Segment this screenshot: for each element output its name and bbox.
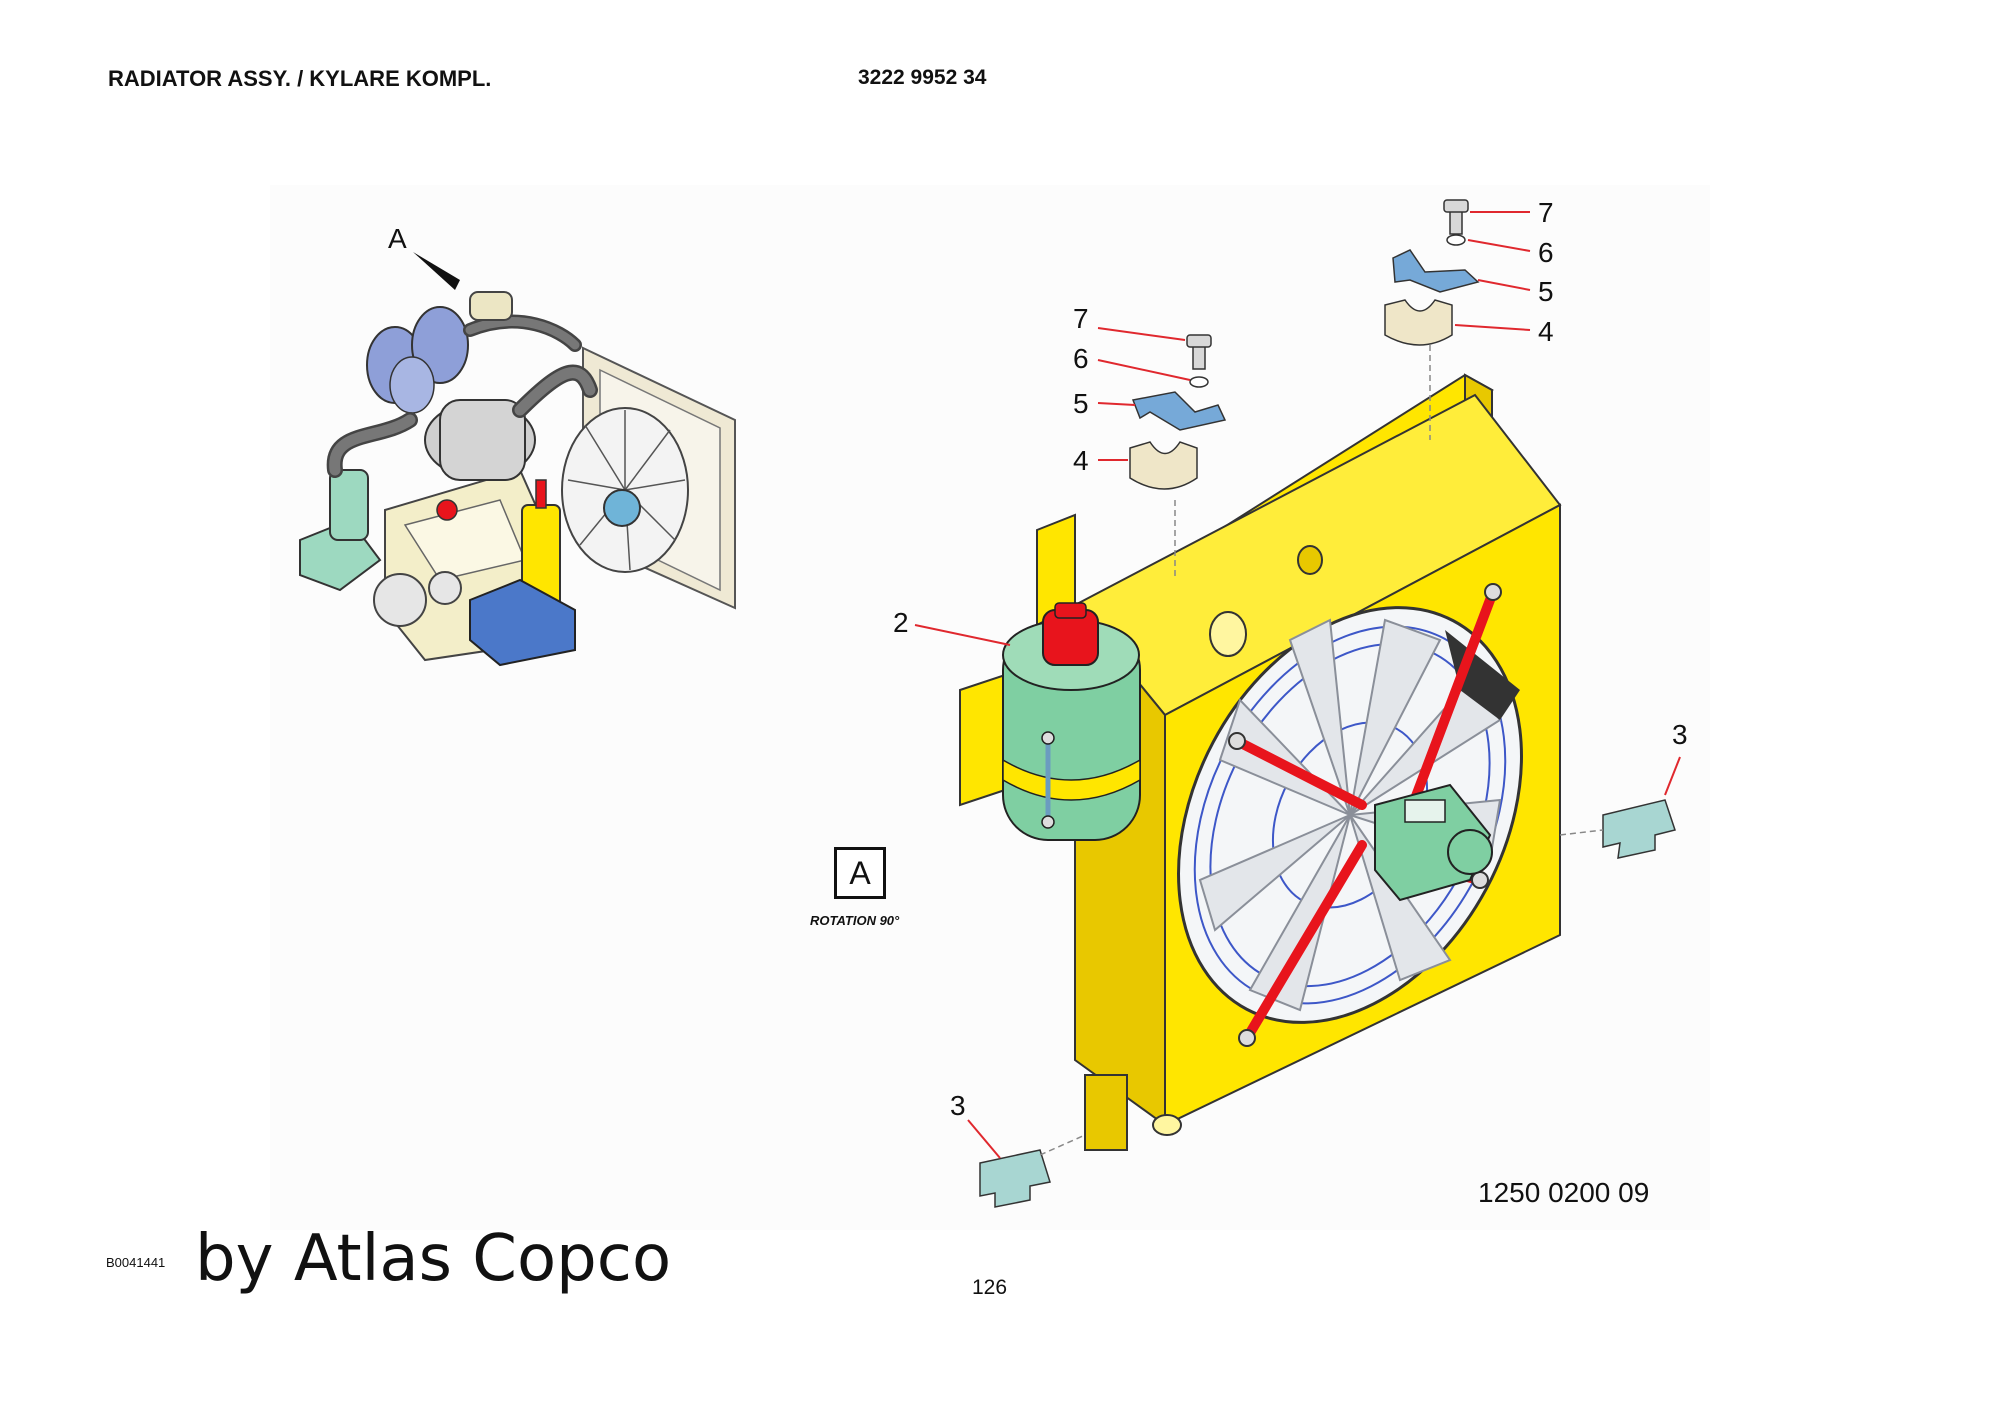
callout-7-right: 7 xyxy=(1538,197,1554,228)
callout-4-left: 4 xyxy=(1073,445,1089,476)
leader-lines xyxy=(914,211,1681,1159)
rotation-note: ROTATION 90° xyxy=(810,913,900,928)
image-code: B0041441 xyxy=(106,1255,166,1270)
callout-5-right: 5 xyxy=(1538,276,1554,307)
callout-2: 2 xyxy=(893,607,909,638)
drawing-number: 1250 0200 09 xyxy=(1478,1177,1650,1208)
overview-engine-assembly xyxy=(299,252,736,667)
overview-view-marker: A xyxy=(388,223,407,254)
callout-6-left: 6 xyxy=(1073,343,1089,374)
callout-6-right: 6 xyxy=(1538,237,1554,268)
callout-4-right: 4 xyxy=(1538,316,1554,347)
view-a-label: A xyxy=(834,847,886,899)
callout-3-bottom: 3 xyxy=(950,1090,966,1121)
mounting-parts-left xyxy=(1129,334,1227,580)
radiator-assembly xyxy=(959,373,1562,1151)
callout-5-left: 5 xyxy=(1073,388,1089,419)
clip-parts xyxy=(979,799,1676,1208)
page-number: 126 xyxy=(972,1276,1008,1299)
callout-3-right: 3 xyxy=(1672,719,1688,750)
credit-text: by Atlas Copco xyxy=(195,1222,672,1296)
callout-7-left: 7 xyxy=(1073,303,1089,334)
page-title: RADIATOR ASSY. / KYLARE KOMPL. xyxy=(108,66,492,91)
mounting-parts-right xyxy=(1384,199,1480,440)
part-number: 3222 9952 34 xyxy=(858,66,987,89)
